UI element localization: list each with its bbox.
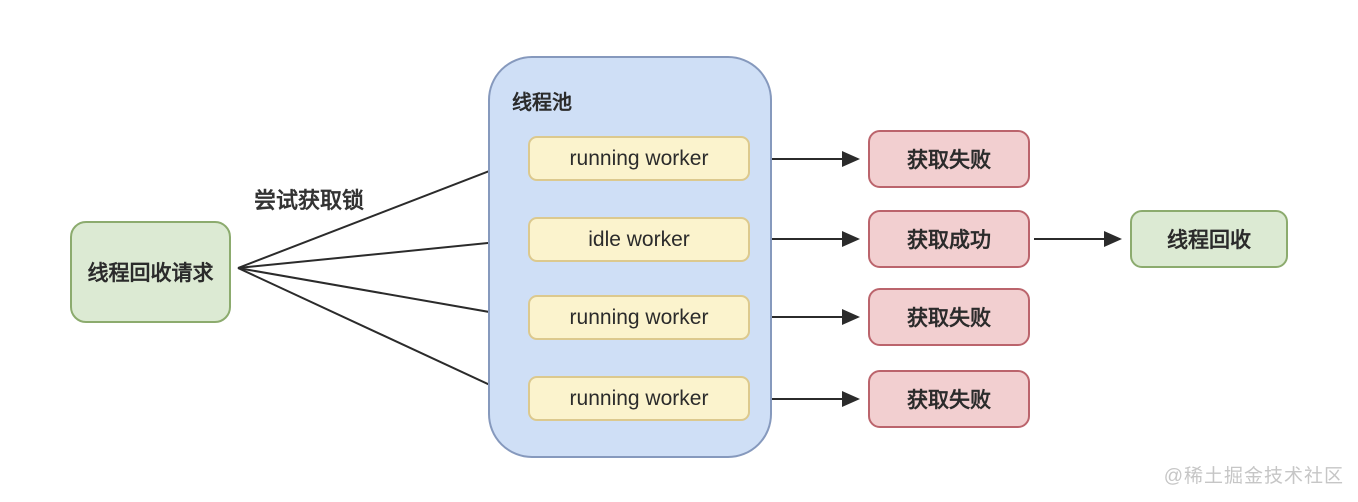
worker-node-running-2: running worker — [528, 295, 750, 340]
worker-node-label: running worker — [569, 305, 709, 329]
result-node-label: 获取失败 — [907, 389, 991, 412]
watermark-text: @稀土掘金技术社区 — [1163, 466, 1344, 487]
arrow-source-to-worker-3 — [237, 267, 520, 323]
result-node-label: 获取失败 — [907, 149, 991, 172]
result-node-fail-3: 获取失败 — [868, 370, 1030, 428]
worker-node-running-3: running worker — [528, 376, 750, 421]
result-node-fail-2: 获取失败 — [868, 288, 1030, 346]
arrow-source-to-worker-4 — [237, 267, 520, 399]
result-node-label: 获取失败 — [907, 307, 991, 330]
worker-node-running-1: running worker — [528, 136, 750, 181]
result-node-label: 获取成功 — [907, 229, 991, 252]
result-node-fail-1: 获取失败 — [868, 130, 1030, 188]
final-node-label: 线程回收 — [1167, 229, 1251, 252]
lock-attempt-label: 尝试获取锁 — [254, 188, 365, 213]
source-node-label: 线程回收请求 — [87, 262, 214, 285]
worker-node-label: running worker — [569, 146, 709, 170]
worker-node-label: running worker — [569, 386, 709, 410]
worker-node-idle: idle worker — [528, 217, 750, 262]
source-node-thread-recycle-request: 线程回收请求 — [70, 221, 231, 323]
arrow-source-to-worker-2 — [237, 233, 520, 269]
result-node-success: 获取成功 — [868, 210, 1030, 268]
worker-node-label: idle worker — [588, 227, 690, 251]
thread-pool-title: 线程池 — [512, 92, 572, 114]
arrow-source-to-worker-1 — [237, 158, 520, 269]
final-node-thread-recycle: 线程回收 — [1130, 210, 1288, 268]
